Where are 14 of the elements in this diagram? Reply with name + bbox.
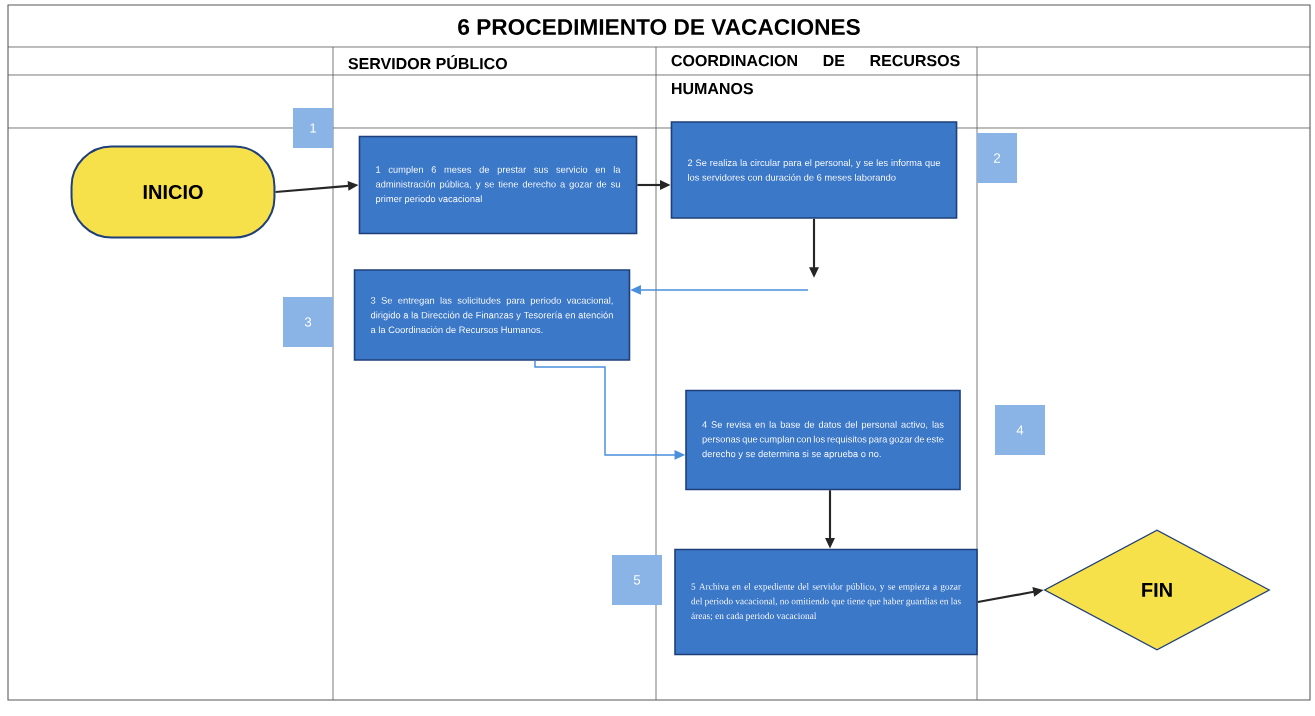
process-box: 4 Se revisa en la base de datos del personal activo, las personas que cumplan con los requisitos para gozar de este derecho y se determina si se aprueba o no. — [685, 389, 961, 491]
step-number: 1 — [293, 108, 333, 148]
process-box: 2 Se realiza la circular para el personal, y se les informa que los servidores con duración de 6 meses laborando — [670, 121, 958, 219]
process-box: 3 Se entregan las solicitudes para periodo vacacional, dirigido a la Dirección de Finanzas y Tesorería en atención a la Coordinación de Recursos Humanos. — [353, 269, 631, 361]
step-number: 2 — [977, 133, 1017, 183]
process-box: 5 Archiva en el expediente del servidor público, y se empieza a gozar del periodo vacacional, no omitiendo que tiene que haber guardias en las áreas; en cada periodo vacacional — [674, 548, 978, 656]
start-terminal: INICIO — [70, 145, 276, 239]
lane-header: COORDINACION DE RECURSOS HUMANOS — [671, 54, 960, 95]
process-box: 1 cumplen 6 meses de prestar sus servicio en la administración pública, y se tiene derecho a gozar de su primer periodo vacacional — [358, 135, 638, 235]
lane-header: SERVIDOR PÚBLICO — [348, 54, 507, 70]
step-number: 5 — [612, 555, 662, 605]
step-number: 3 — [283, 297, 333, 347]
title: 6 PROCEDIMIENTO DE VACACIONES — [458, 18, 860, 36]
step-number: 4 — [995, 405, 1045, 455]
